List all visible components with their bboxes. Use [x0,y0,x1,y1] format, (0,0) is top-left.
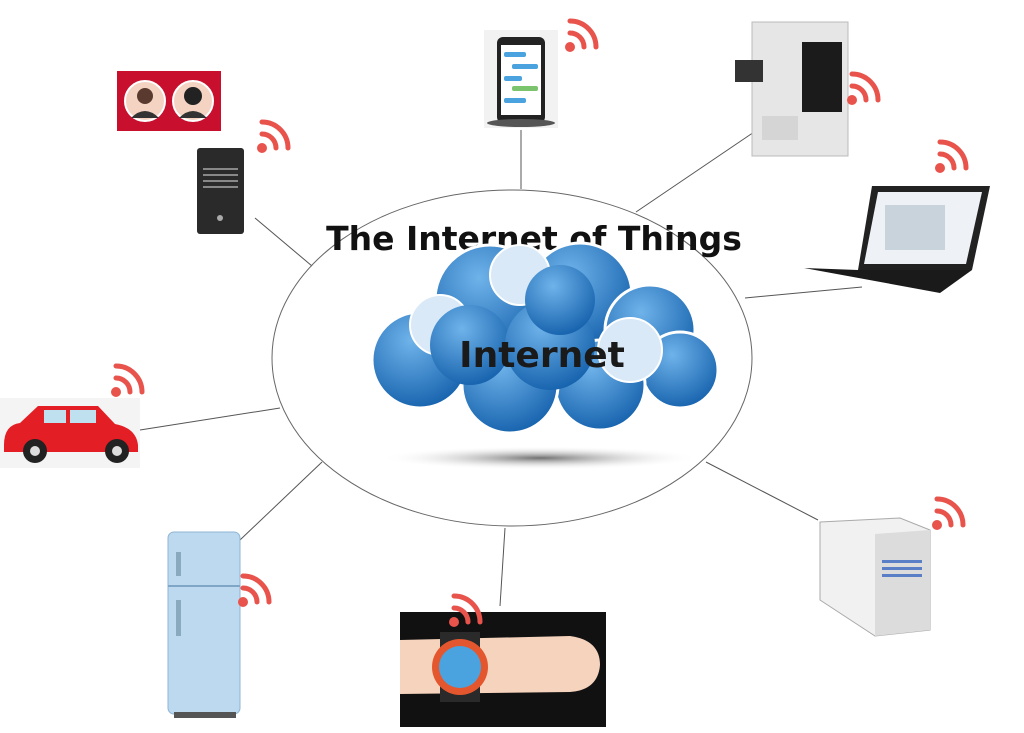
server-icon [819,499,963,637]
people-icon [117,71,221,131]
3d-printer-icon [735,21,878,157]
connector-lines [139,127,863,607]
laptop-icon [804,142,990,293]
smartwatch-icon [400,596,606,727]
car-icon [0,366,142,468]
desktop-tower-icon [197,122,288,234]
internet-label: Internet [459,335,625,376]
internet-cloud-icon [370,241,720,470]
network-ellipse [271,189,753,527]
smartphone-icon [484,21,596,128]
fridge-icon [167,531,269,718]
